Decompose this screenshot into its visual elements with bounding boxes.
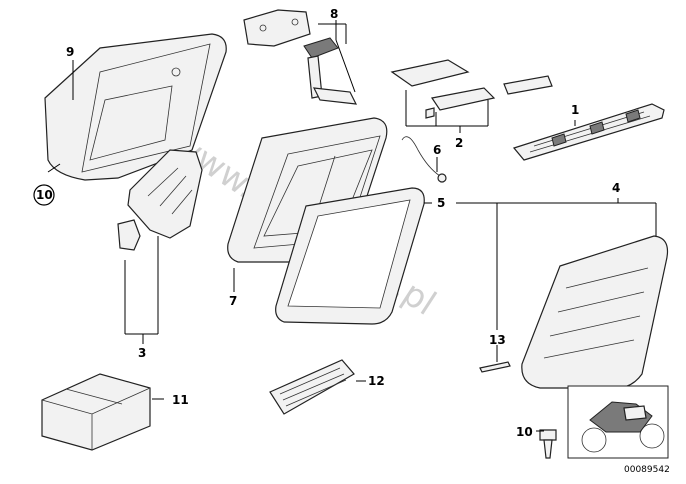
- callout-10: 10: [516, 425, 533, 439]
- part-cover: [521, 235, 669, 389]
- part-sticker: [269, 359, 355, 415]
- part-cable: [401, 136, 447, 183]
- callout-5: 5: [437, 196, 445, 210]
- callout-12: 12: [368, 374, 385, 388]
- callout-10-circle: [33, 184, 55, 206]
- part-lock-assembly: [243, 9, 358, 105]
- leader-lines: [47, 20, 657, 432]
- part-gasket: [275, 187, 425, 325]
- callout-11: 11: [172, 393, 189, 407]
- part-bracket: [117, 149, 203, 251]
- callout-10-circled: 10: [36, 188, 53, 202]
- part-box: [41, 373, 151, 451]
- part-pin: [479, 361, 511, 373]
- callout-2: 2: [455, 136, 463, 150]
- callout-3: 3: [138, 346, 146, 360]
- callout-8: 8: [330, 7, 338, 21]
- callout-4: 4: [612, 181, 620, 195]
- image-code: 00089542: [624, 465, 670, 475]
- part-hinge-rail: [512, 103, 665, 161]
- callout-13: 13: [489, 333, 506, 347]
- part-knob: [539, 429, 557, 459]
- callout-9: 9: [66, 45, 74, 59]
- callout-1: 1: [571, 103, 579, 117]
- callout-6: 6: [433, 143, 441, 157]
- callout-7: 7: [229, 294, 237, 308]
- part-mount-plates: [390, 59, 553, 119]
- motorcycle-thumbnail: [567, 385, 669, 459]
- callout-labels: 9 10 8 1 2 6 4 5 7 3 13 12 11 10 0008954…: [33, 7, 670, 475]
